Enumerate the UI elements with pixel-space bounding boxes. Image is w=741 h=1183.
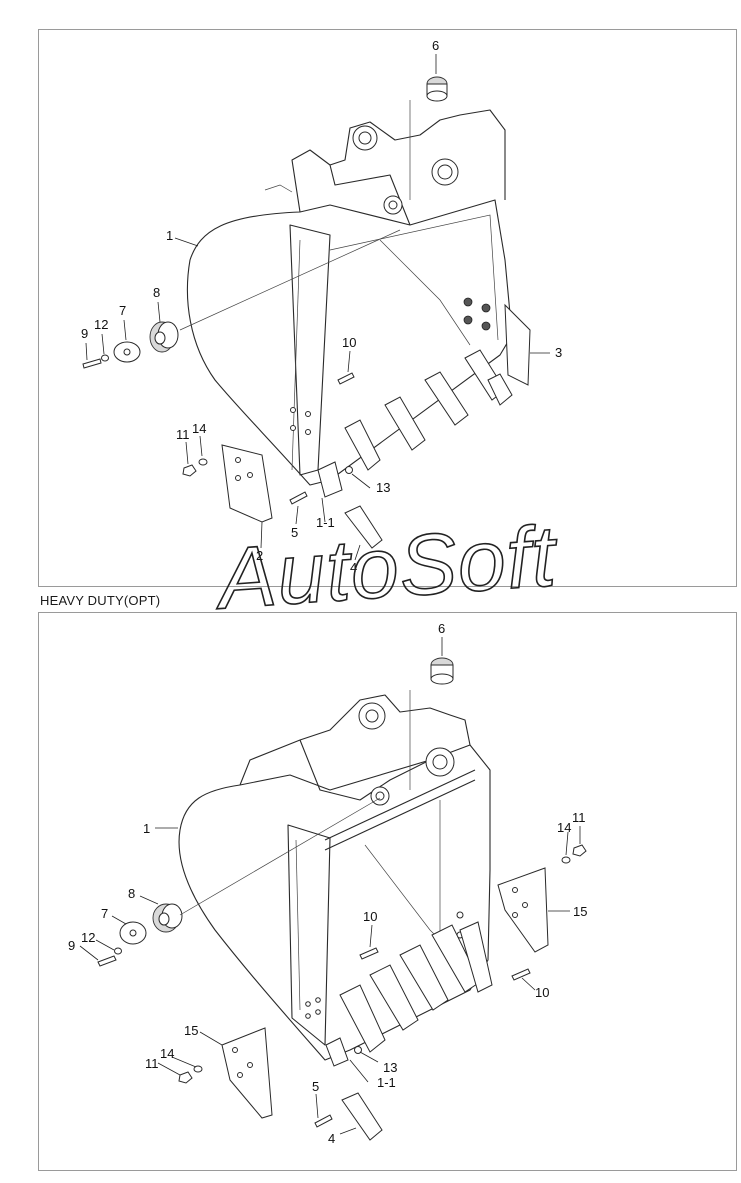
callout-15: 15 [184, 1023, 198, 1038]
callout-13: 13 [376, 480, 390, 495]
callout-7: 7 [119, 303, 126, 318]
callout-10: 10 [535, 985, 549, 1000]
callout-10: 10 [363, 909, 377, 924]
callout-9: 9 [68, 938, 75, 953]
callout-9: 9 [81, 326, 88, 341]
bucket-drawing-bottom [97, 657, 587, 1141]
teeth-row-bottom [325, 921, 493, 1067]
callout-6: 6 [432, 38, 439, 53]
bucket-drawing-top [82, 76, 531, 549]
callout-3: 3 [555, 345, 562, 360]
callout-4: 4 [350, 560, 357, 575]
callout-10: 10 [342, 335, 356, 350]
callout-7: 7 [101, 906, 108, 921]
leaders-top [85, 54, 550, 561]
callout-1: 1 [143, 821, 150, 836]
callout-4: 4 [328, 1131, 335, 1146]
callout-1-1: 1-1 [316, 515, 335, 530]
callouts-bottom: 6 1 8 7 9 12 10 14 11 15 10 15 11 14 13 … [68, 621, 587, 1146]
callout-14: 14 [557, 820, 571, 835]
callout-11: 11 [176, 427, 190, 442]
callout-12: 12 [81, 930, 95, 945]
callout-5: 5 [291, 525, 298, 540]
callout-14: 14 [160, 1046, 174, 1061]
callout-11: 11 [572, 810, 586, 825]
autosoft-watermark: AutoSoft [211, 508, 562, 628]
callout-1: 1 [166, 228, 173, 243]
callout-2: 2 [256, 548, 263, 563]
callout-5: 5 [312, 1079, 319, 1094]
callout-14: 14 [192, 421, 206, 436]
callout-11: 11 [145, 1056, 159, 1071]
callout-8: 8 [153, 285, 160, 300]
section-label-heavy-duty: HEAVY DUTY(OPT) [40, 593, 161, 608]
callouts-top: 6 1 8 7 9 12 10 3 11 14 13 5 1-1 2 4 [81, 38, 562, 575]
callout-15: 15 [573, 904, 587, 919]
leaders-bottom [79, 637, 581, 1135]
callout-12: 12 [94, 317, 108, 332]
callout-13: 13 [383, 1060, 397, 1075]
callout-1-1: 1-1 [377, 1075, 396, 1090]
callout-8: 8 [128, 886, 135, 901]
diagram-panel-standard [38, 29, 737, 587]
teeth-row-top [317, 349, 513, 498]
callout-6: 6 [438, 621, 445, 636]
diagram-panel-heavy-duty [38, 612, 737, 1171]
